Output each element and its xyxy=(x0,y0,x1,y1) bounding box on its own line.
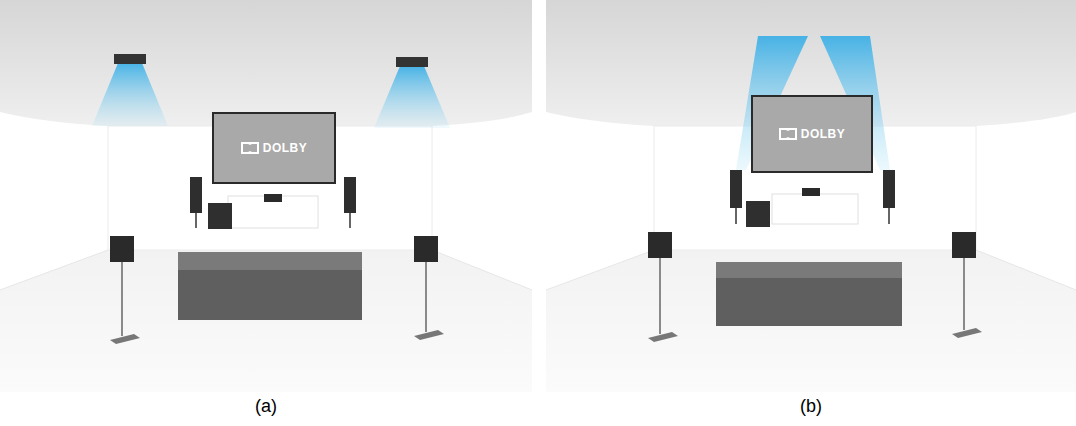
surround-speaker xyxy=(952,232,976,258)
front-speaker xyxy=(730,170,742,208)
wall-edge xyxy=(546,250,654,290)
speaker-stand xyxy=(425,262,427,332)
screen-content: DOLBY xyxy=(241,141,308,155)
ceiling-speaker xyxy=(114,54,146,64)
speaker-stand xyxy=(888,208,890,224)
center-speaker xyxy=(802,188,820,196)
ceiling-speaker xyxy=(396,57,428,67)
projection-screen: DOLBY xyxy=(212,112,336,184)
logo-frame xyxy=(779,128,797,140)
stand-base xyxy=(952,328,982,338)
projection-screen: DOLBY xyxy=(751,95,873,173)
dolby-logo xyxy=(779,128,797,140)
floor xyxy=(0,250,532,392)
logo-frame xyxy=(241,142,259,154)
wall-edge xyxy=(432,250,532,290)
front-speaker xyxy=(344,177,356,213)
sofa xyxy=(716,278,902,326)
surround-speaker xyxy=(414,236,438,262)
room-background xyxy=(546,0,1076,392)
ceiling xyxy=(0,0,532,126)
room-background xyxy=(0,0,532,392)
wall-edge xyxy=(0,250,108,290)
speaker-stand xyxy=(963,258,965,330)
brand-text: DOLBY xyxy=(263,141,308,155)
screen-content: DOLBY xyxy=(779,127,846,141)
surround-speaker xyxy=(648,232,672,258)
panel-label: (b) xyxy=(800,396,822,417)
sound-cone xyxy=(92,63,168,126)
center-speaker xyxy=(264,194,282,202)
subwoofer xyxy=(208,203,232,229)
dolby-logo xyxy=(241,142,259,154)
sofa xyxy=(178,270,362,320)
speaker-stand xyxy=(195,213,197,228)
sound-cone xyxy=(374,66,450,128)
logo-d xyxy=(249,144,257,152)
stand-base xyxy=(648,332,678,342)
front-speaker xyxy=(190,177,202,213)
back-wall xyxy=(108,126,432,250)
panel-label: (a) xyxy=(255,396,277,417)
speaker-stand xyxy=(121,262,123,336)
speaker-stand xyxy=(735,208,737,224)
subwoofer xyxy=(746,201,770,227)
logo-d xyxy=(787,130,795,138)
speaker-stand xyxy=(349,213,351,228)
speaker-stand xyxy=(659,258,661,334)
wall-edge xyxy=(976,250,1076,290)
room-b xyxy=(546,0,1076,392)
front-speaker xyxy=(883,170,895,208)
surround-speaker xyxy=(110,236,134,262)
tv-stand xyxy=(772,194,858,224)
floor xyxy=(546,250,1076,392)
brand-text: DOLBY xyxy=(801,127,846,141)
stand-base xyxy=(110,334,140,344)
room-a xyxy=(0,0,532,392)
stand-base xyxy=(414,330,444,340)
